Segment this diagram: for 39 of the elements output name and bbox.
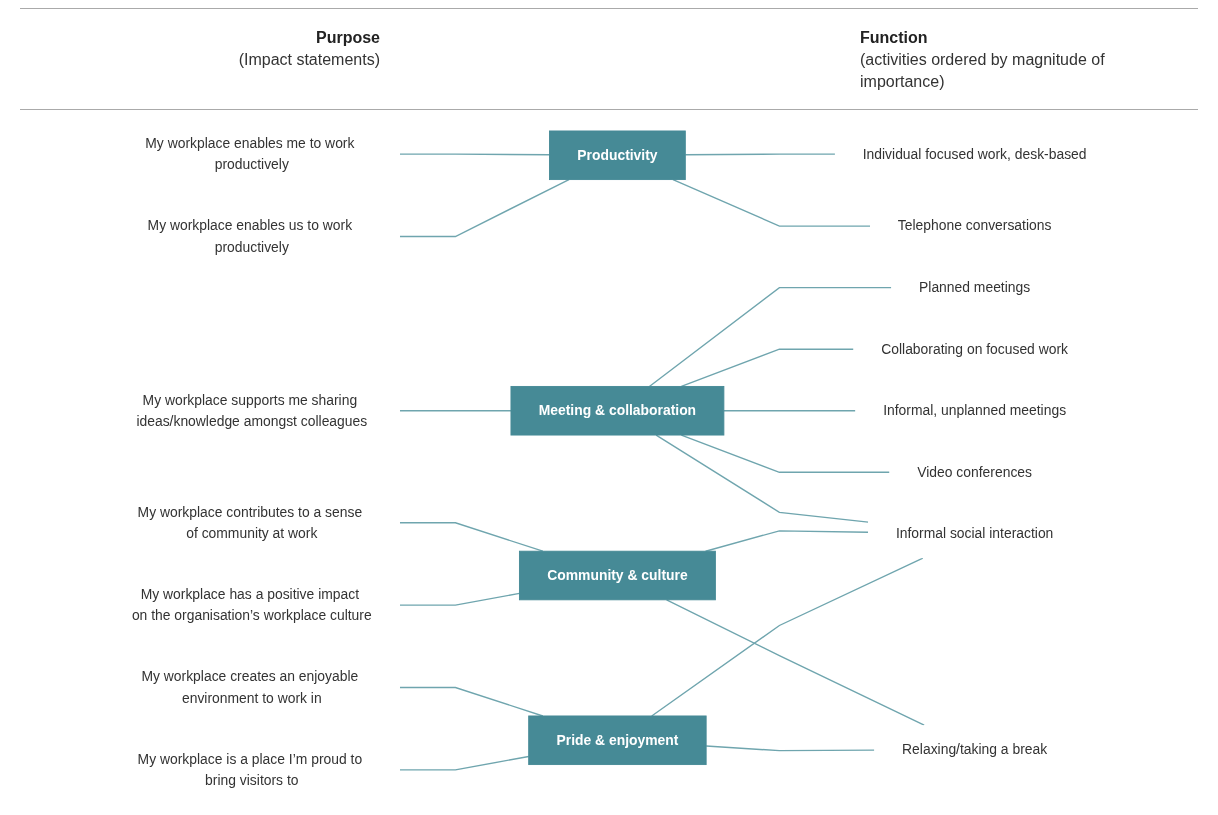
node-box: Pride & enjoyment bbox=[528, 715, 707, 766]
node-text: Relaxing/taking a break bbox=[902, 740, 1048, 757]
node-text: Planned meetings bbox=[919, 279, 1031, 295]
connector bbox=[723, 410, 857, 412]
connector bbox=[399, 178, 570, 238]
connector bbox=[648, 286, 892, 388]
connector bbox=[399, 410, 512, 412]
node-text: Individual focused work, desk-based bbox=[862, 145, 1087, 162]
connector bbox=[399, 153, 551, 156]
node-text: My workplace creates an enjoyable environment to work in bbox=[141, 668, 359, 706]
connector bbox=[704, 530, 869, 552]
node-text: My workplace enables us to work productively bbox=[147, 217, 353, 255]
column-subheading: (activities ordered by magnitude of importance) bbox=[860, 50, 1106, 92]
connector bbox=[651, 557, 924, 717]
connector bbox=[399, 522, 544, 552]
node-text: Telephone conversations bbox=[897, 217, 1052, 234]
connector bbox=[399, 592, 521, 606]
node-box: Meeting & collaboration bbox=[510, 386, 725, 436]
connector bbox=[705, 745, 875, 752]
connector bbox=[399, 755, 530, 771]
connector bbox=[680, 348, 855, 388]
column-heading: Purpose bbox=[315, 28, 380, 48]
node-box: Productivity bbox=[549, 130, 686, 181]
column-subheading: (Impact statements) bbox=[237, 50, 380, 70]
node-text: My workplace contributes to a sense of community at work bbox=[137, 503, 363, 541]
connector bbox=[684, 153, 836, 156]
connector bbox=[665, 599, 925, 726]
node-text: My workplace is a place I’m proud to bring visitors to bbox=[137, 750, 363, 788]
node-box: Community & culture bbox=[519, 550, 716, 601]
node-text: Informal social interaction bbox=[895, 525, 1054, 542]
node-text: Collaborating on focused work bbox=[881, 340, 1069, 357]
connector bbox=[655, 434, 869, 523]
node-text: My workplace enables me to work productively bbox=[145, 135, 355, 172]
connector bbox=[672, 178, 871, 227]
node-text: Informal, unplanned meetings bbox=[883, 402, 1067, 418]
node-text: My workplace supports me sharing ideas/knowledge amongst colleagues bbox=[136, 391, 368, 429]
column-heading: Function bbox=[860, 28, 929, 48]
node-text: My workplace has a positive impact on the organisation’s workplace culture bbox=[131, 586, 372, 623]
node-text: Video conferences bbox=[917, 463, 1033, 480]
